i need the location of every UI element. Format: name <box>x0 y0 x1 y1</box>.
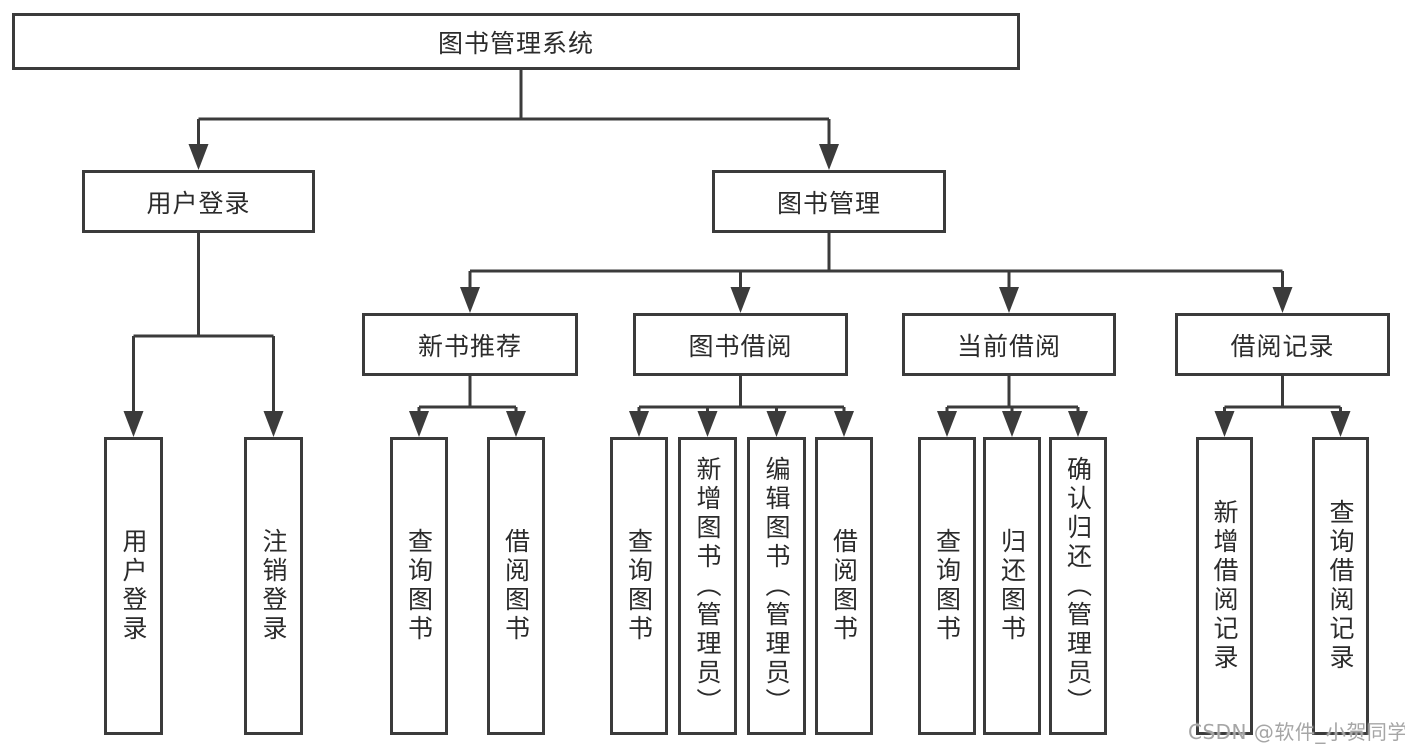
csdn-watermark: CSDN @软件_小贺同学 <box>1188 720 1405 744</box>
node-label: 图书管理系统 <box>437 28 594 58</box>
node-leaf-user-login: 用户登录 <box>104 437 163 735</box>
node-borrowing-records: 借阅记录 <box>1175 313 1390 376</box>
node-label: 用户登录 <box>146 188 251 218</box>
connector-currentborrow-to-leaves <box>937 376 1088 437</box>
node-library-management-system: 图书管理系统 <box>12 13 1020 70</box>
node-leaf-add-books-admin: 新增图书（管理员） <box>678 437 737 735</box>
node-leaf-logout: 注销登录 <box>244 437 303 735</box>
connector-bookborrow-to-leaves <box>629 376 854 437</box>
connector-newbookrec-to-leaves <box>409 376 526 437</box>
node-label: 借阅记录 <box>1230 331 1335 361</box>
node-leaf-query-books-3: 查询图书 <box>918 437 976 735</box>
node-label: 图书借阅 <box>688 331 793 361</box>
node-new-book-recommendation: 新书推荐 <box>362 313 578 376</box>
node-leaf-edit-books-admin: 编辑图书（管理员） <box>747 437 806 735</box>
node-user-login: 用户登录 <box>82 170 315 233</box>
connector-borrowrecord-to-leaves <box>1214 376 1351 437</box>
node-leaf-query-books: 查询图书 <box>390 437 448 735</box>
node-leaf-confirm-return-admin: 确认归还（管理员） <box>1049 437 1107 735</box>
node-current-borrowing: 当前借阅 <box>902 313 1116 376</box>
node-leaf-borrow-books: 借阅图书 <box>487 437 545 735</box>
connector-userlogin-to-leaves <box>123 233 284 437</box>
node-leaf-borrow-books-2: 借阅图书 <box>815 437 873 735</box>
node-leaf-add-borrow-record: 新增借阅记录 <box>1196 437 1253 735</box>
node-label: 新书推荐 <box>417 331 522 361</box>
connector-bookmgmt-to-level3 <box>460 233 1293 313</box>
node-leaf-return-books: 归还图书 <box>983 437 1041 735</box>
node-book-management: 图书管理 <box>712 170 946 233</box>
node-book-borrowing: 图书借阅 <box>633 313 848 376</box>
connector-root-to-level2 <box>188 70 839 170</box>
node-label: 当前借阅 <box>956 331 1061 361</box>
node-leaf-query-books-2: 查询图书 <box>610 437 668 735</box>
node-label: 图书管理 <box>776 188 881 218</box>
node-leaf-query-borrow-record: 查询借阅记录 <box>1312 437 1369 735</box>
